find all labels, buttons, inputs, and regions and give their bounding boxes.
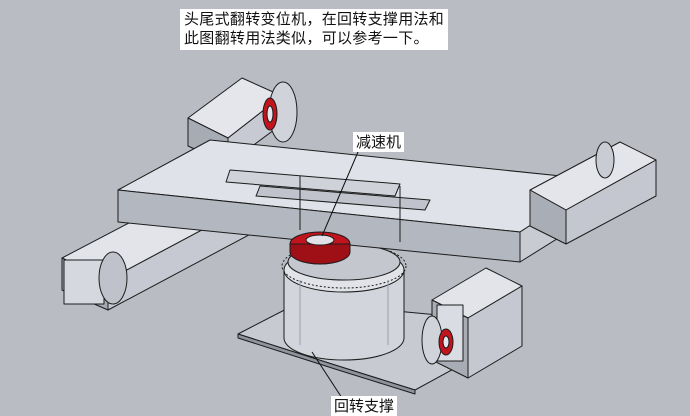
slewing-bearing <box>281 243 407 361</box>
slewing-bearing-label: 回转支撑 <box>331 396 398 416</box>
left-chuck <box>262 81 298 143</box>
annotation-note: 头尾式翻转变位机，在回转支撑用法和 此图翻转用法类似，可以参考一下。 <box>180 9 449 50</box>
right-side-beam <box>529 141 657 245</box>
reducer-label: 减速机 <box>353 132 405 152</box>
right-front-arm <box>431 267 523 379</box>
reducer-leader-line <box>321 151 359 237</box>
slewing-leader-line <box>311 351 343 399</box>
annotation-line-1: 头尾式翻转变位机，在回转支撑用法和 <box>184 10 445 28</box>
reducer-gear <box>289 231 351 265</box>
right-chuck <box>421 315 454 365</box>
annotation-line-2: 此图翻转用法类似，可以参考一下。 <box>184 29 429 47</box>
